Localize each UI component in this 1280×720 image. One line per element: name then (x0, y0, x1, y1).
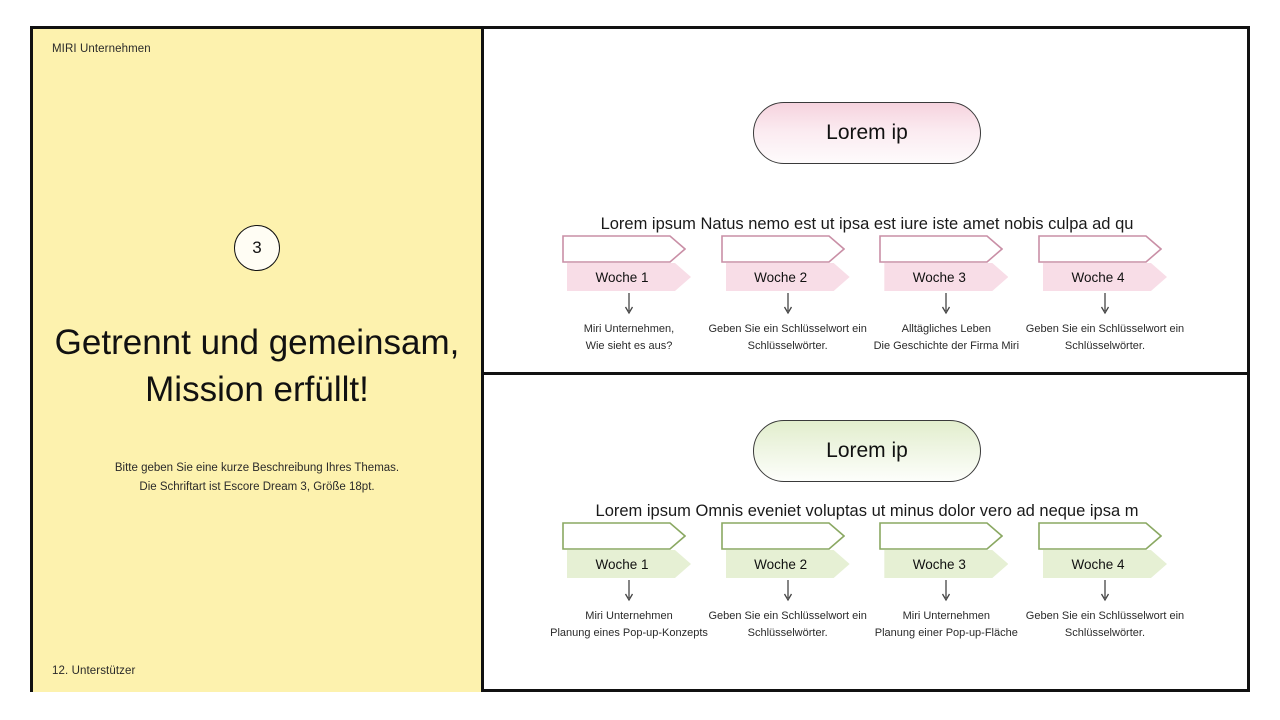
section-pink-week-row: Woche 1 Miri Unternehmen, Wie sieht es a… (484, 235, 1250, 355)
week-description: Miri Unternehmen Planung eines Pop-up-Ko… (544, 608, 714, 642)
week-chevron-outline (1038, 522, 1162, 550)
step-number-badge: 3 (234, 225, 280, 271)
week-item[interactable]: Woche 4 Geben Sie ein Schlüsselwort ein … (1026, 235, 1184, 355)
down-arrow-icon (624, 293, 634, 315)
week-description-line-2: Wie sieht es aus? (585, 340, 673, 352)
week-description: Geben Sie ein Schlüsselwort ein Schlüsse… (703, 608, 873, 642)
section-green-pill-label: Lorem ip (826, 439, 908, 462)
week-label: Woche 2 (754, 269, 808, 285)
page-title: Getrennt und gemeinsam, Mission erfüllt! (33, 319, 481, 413)
week-label: Woche 3 (912, 556, 966, 572)
week-chevron-outline (879, 235, 1004, 263)
week-description-line-2: Die Geschichte der Firma Miri (873, 340, 1020, 352)
week-chevron-outline (1038, 235, 1162, 263)
down-arrow-icon (624, 580, 634, 602)
company-label: MIRI Unternehmen (52, 43, 151, 55)
week-description-line-2: Schlüsselwörter. (747, 340, 828, 352)
week-description: Geben Sie ein Schlüsselwort ein Schlüsse… (1020, 321, 1190, 355)
down-arrow-icon (942, 580, 951, 602)
week-chevron[interactable]: Woche 1 (567, 550, 691, 578)
section-green: Lorem ip Lorem ipsum Omnis eveniet volup… (484, 375, 1250, 692)
week-description: Miri Unternehmen, Wie sieht es aus? (544, 321, 714, 355)
frame-border-right (1247, 26, 1250, 692)
week-item[interactable]: Woche 1 Miri Unternehmen, Wie sieht es a… (562, 235, 696, 355)
week-chevron[interactable]: Woche 2 (725, 263, 850, 291)
week-item[interactable]: Woche 3 Miri Unternehmen Planung einer P… (875, 522, 1018, 642)
week-item[interactable]: Woche 3 Alltägliches Leben Die Geschicht… (874, 235, 1019, 355)
week-item[interactable]: Woche 2 Geben Sie ein Schlüsselwort ein … (708, 235, 867, 355)
week-item[interactable]: Woche 2 Geben Sie ein Schlüsselwort ein … (708, 522, 867, 642)
week-label: Woche 1 (595, 269, 649, 285)
page-description-line-1: Bitte geben Sie eine kurze Beschreibung … (114, 462, 400, 474)
week-description: Geben Sie ein Schlüsselwort ein Schlüsse… (703, 321, 873, 355)
week-description: Alltägliches Leben Die Geschichte der Fi… (861, 321, 1031, 355)
divider-horizontal (484, 372, 1250, 375)
down-arrow-icon (942, 293, 951, 315)
section-green-subtitle: Lorem ipsum Omnis eveniet voluptas ut mi… (595, 502, 1139, 520)
week-description-line-1: Miri Unternehmen, (583, 323, 675, 335)
week-chevron[interactable]: Woche 1 (567, 263, 691, 291)
week-description-line-1: Geben Sie ein Schlüsselwort ein (1025, 323, 1185, 335)
page-title-line-1: Getrennt und gemeinsam, (54, 323, 460, 362)
week-label: Woche 3 (912, 269, 966, 285)
frame-border-bottom (30, 689, 1250, 692)
week-description-line-1: Miri Unternehmen (585, 610, 673, 622)
week-chevron-outline (720, 522, 845, 550)
divider-vertical (481, 26, 484, 692)
section-green-pill: Lorem ip (753, 420, 981, 482)
down-arrow-icon (783, 580, 792, 602)
page-title-line-2: Mission erfüllt! (145, 370, 369, 409)
week-chevron-outline (562, 522, 686, 550)
frame-border-top (30, 26, 1250, 29)
section-pink: Lorem ip Lorem ipsum Natus nemo est ut i… (484, 29, 1250, 372)
week-item[interactable]: Woche 1 Miri Unternehmen Planung eines P… (550, 522, 708, 642)
section-pink-pill-label: Lorem ip (826, 121, 908, 144)
down-arrow-icon (1100, 580, 1110, 602)
week-description-line-2: Planung eines Pop-up-Konzepts (550, 627, 708, 639)
week-description-line-2: Schlüsselwörter. (1064, 627, 1146, 639)
week-description: Miri Unternehmen Planung einer Pop-up-Fl… (861, 608, 1031, 642)
page-description: Bitte geben Sie eine kurze Beschreibung … (33, 459, 481, 497)
week-description: Geben Sie ein Schlüsselwort ein Schlüsse… (1020, 608, 1190, 642)
week-chevron[interactable]: Woche 3 (884, 263, 1009, 291)
week-description-line-1: Geben Sie ein Schlüsselwort ein (1025, 610, 1185, 622)
panel-footer-label: 12. Unterstützer (52, 665, 136, 677)
week-description-line-1: Geben Sie ein Schlüsselwort ein (708, 610, 867, 622)
week-chevron[interactable]: Woche 4 (1042, 550, 1167, 578)
step-number-text: 3 (252, 238, 262, 257)
week-label: Woche 4 (1071, 556, 1125, 572)
page-description-line-2: Die Schriftart ist Escore Dream 3, Größe… (139, 481, 375, 493)
left-title-panel: MIRI Unternehmen 3 Getrennt und gemeinsa… (33, 29, 481, 692)
week-item[interactable]: Woche 4 Geben Sie ein Schlüsselwort ein … (1026, 522, 1184, 642)
down-arrow-icon (1100, 293, 1110, 315)
frame-border-left (30, 26, 33, 692)
week-description-line-1: Alltägliches Leben (901, 323, 991, 335)
week-label: Woche 4 (1071, 269, 1125, 285)
week-chevron-outline (562, 235, 686, 263)
week-description-line-1: Geben Sie ein Schlüsselwort ein (708, 323, 867, 335)
week-description-line-2: Planung einer Pop-up-Fläche (874, 627, 1018, 639)
week-chevron-outline (879, 522, 1004, 550)
week-description-line-2: Schlüsselwörter. (1064, 340, 1146, 352)
week-chevron[interactable]: Woche 3 (884, 550, 1009, 578)
week-chevron[interactable]: Woche 2 (725, 550, 850, 578)
week-chevron-outline (720, 235, 845, 263)
week-description-line-1: Miri Unternehmen (902, 610, 991, 622)
section-pink-pill: Lorem ip (753, 102, 981, 164)
section-green-week-row: Woche 1 Miri Unternehmen Planung eines P… (484, 522, 1250, 642)
week-label: Woche 1 (595, 556, 649, 572)
down-arrow-icon (783, 293, 792, 315)
section-pink-subtitle: Lorem ipsum Natus nemo est ut ipsa est i… (600, 215, 1134, 233)
week-label: Woche 2 (754, 556, 808, 572)
week-description-line-2: Schlüsselwörter. (747, 627, 828, 639)
week-chevron[interactable]: Woche 4 (1042, 263, 1167, 291)
